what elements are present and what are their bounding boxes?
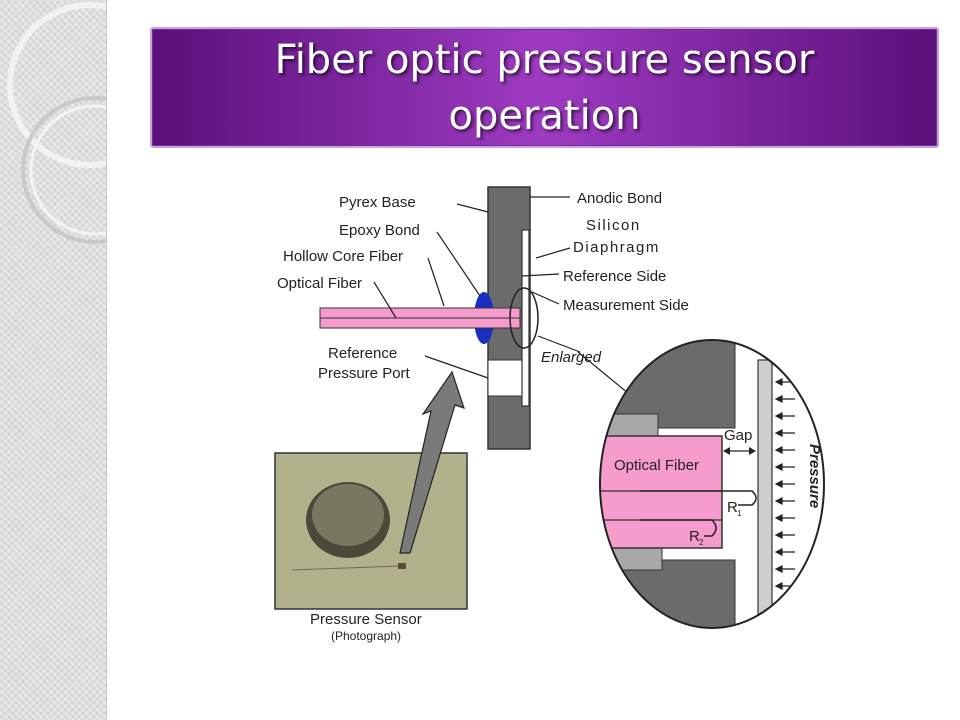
label-silicon-diaphragm-line1: Silicon [586, 217, 641, 234]
enlarged-marker [509, 287, 539, 349]
label-pyrex-base: Pyrex Base [339, 194, 416, 211]
decorative-side-strip [0, 0, 107, 720]
slide-title: Fiber optic pressure sensor operation [274, 36, 815, 139]
enlarged-diaphragm [757, 359, 773, 621]
enlarged-optical-fiber [600, 435, 723, 549]
decorative-rings [7, 2, 106, 244]
label-measurement-side: Measurement Side [563, 297, 689, 314]
slide-title-bar: Fiber optic pressure sensor operation [150, 27, 939, 148]
photo-caption-title: Pressure Sensor [310, 611, 422, 628]
label-r2-subscript: 2 [699, 538, 704, 547]
label-gap: Gap [724, 427, 752, 444]
photo-caption-subtitle: (Photograph) [331, 629, 401, 643]
photo-to-sensor-arrow [399, 370, 465, 554]
reference-pressure-port-cavity [487, 359, 523, 397]
silicon-diaphragm [521, 229, 530, 407]
label-silicon-diaphragm-line2: Diaphragm [573, 239, 660, 256]
label-r1: R [727, 499, 738, 516]
enlarged-view-border [599, 339, 825, 629]
label-enlarged: Enlarged [541, 349, 602, 366]
label-pressure: Pressure [806, 444, 823, 508]
label-reference-pressure-port-line2: Pressure Port [318, 365, 411, 382]
label-anodic-bond: Anodic Bond [577, 190, 662, 207]
sensor-tip [398, 563, 406, 569]
label-reference-pressure-port-line1: Reference [328, 345, 397, 362]
label-hollow-core-fiber: Hollow Core Fiber [283, 248, 403, 265]
label-r2: R [689, 528, 700, 545]
label-enlarged-optical-fiber: Optical Fiber [614, 457, 699, 474]
label-reference-side: Reference Side [563, 268, 666, 285]
coin-face [312, 484, 384, 546]
label-r1-subscript: 1 [737, 509, 742, 518]
sensor-wire [291, 565, 401, 571]
label-optical-fiber: Optical Fiber [277, 275, 362, 292]
label-epoxy-bond: Epoxy Bond [339, 222, 420, 239]
